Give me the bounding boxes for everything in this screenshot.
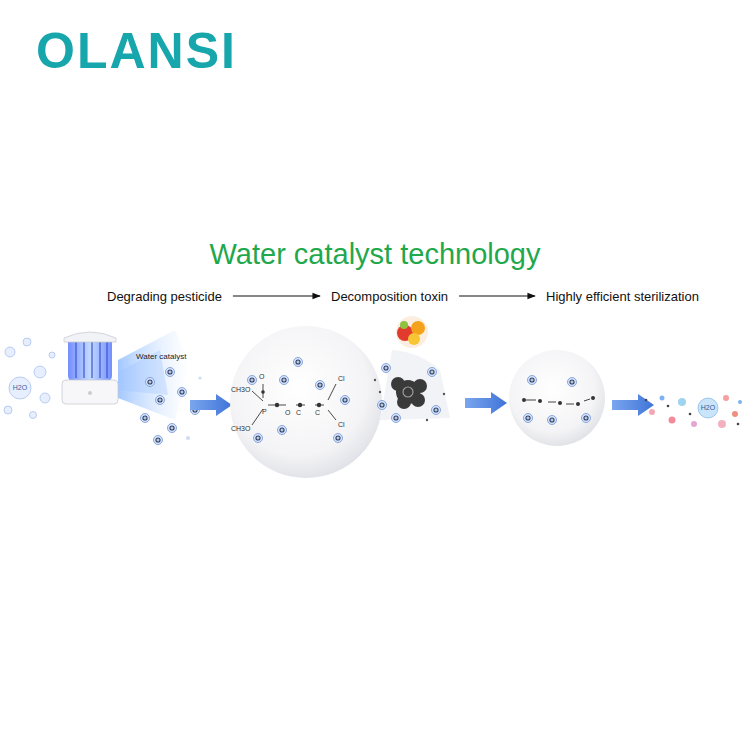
chem-atom: C <box>296 409 301 417</box>
step-text: Decomposition toxin <box>331 289 448 304</box>
chem-atom: Cl <box>338 375 345 383</box>
chem-atom: O <box>259 373 264 381</box>
step-label: Degrading pesticide <box>104 287 225 306</box>
brand-logo: OLANSI <box>36 24 237 79</box>
chem-atom: O <box>285 409 290 417</box>
molecule-label: H2O <box>701 404 715 412</box>
step-label: Decomposition toxin <box>328 287 451 306</box>
chem-atom: Cl <box>338 421 345 429</box>
chem-atom: C <box>315 409 320 417</box>
step-text: Highly efficient sterilization <box>546 289 699 304</box>
diagram-title: Water catalyst technology <box>0 238 750 271</box>
chem-atom: P <box>262 408 267 416</box>
chem-group: CH3O <box>231 425 250 433</box>
catalyst-label: Water catalyst <box>136 353 186 362</box>
step-label: Highly efficient sterilization <box>543 287 702 306</box>
step-text: Degrading pesticide <box>107 289 222 304</box>
flow-arrow <box>233 295 320 296</box>
molecule-label: H2O <box>13 384 27 392</box>
chem-group: CH3O <box>231 386 250 394</box>
flow-arrow <box>459 295 535 296</box>
